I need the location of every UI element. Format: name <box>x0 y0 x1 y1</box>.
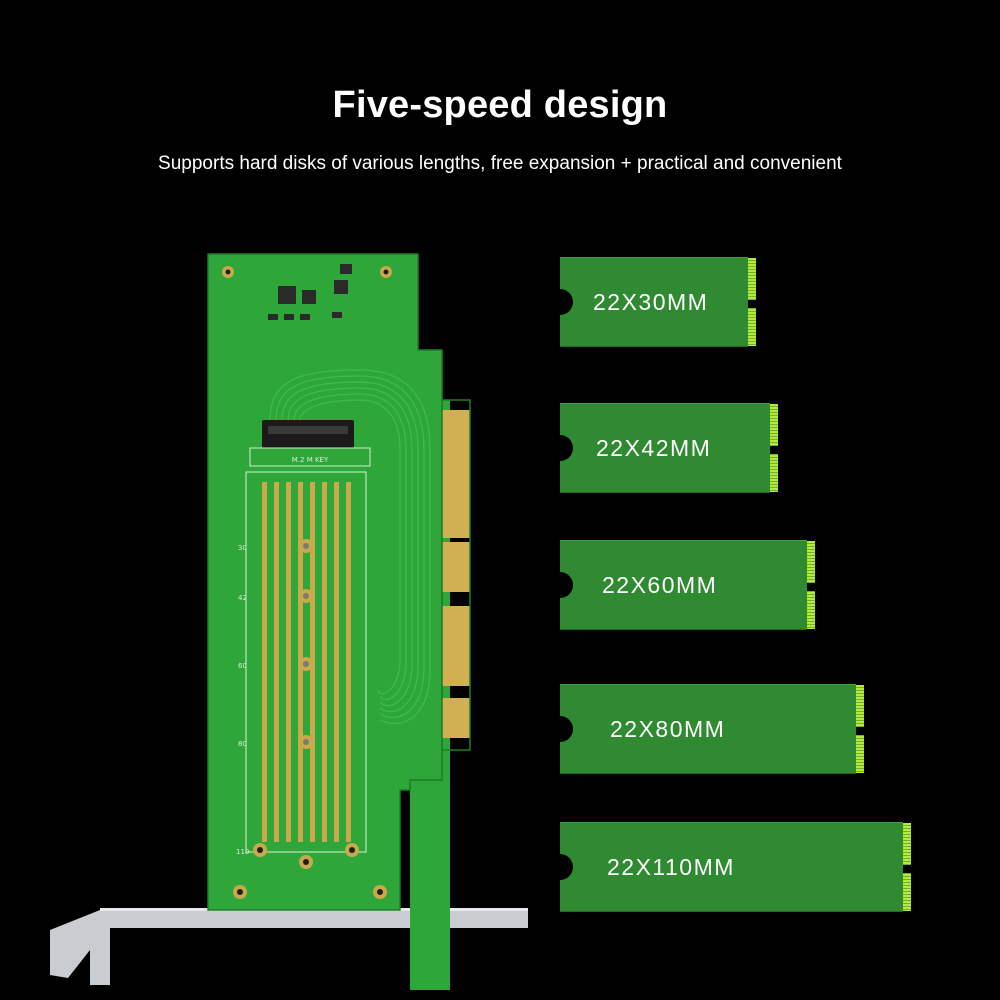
pcie-adapter-card-illustration: M.2 M KEY 30 42 60 80 110 <box>50 253 528 990</box>
components <box>268 264 352 320</box>
ssd-module-22x110: 22X110MM <box>559 822 911 912</box>
length-mark-110: 110 <box>236 848 249 856</box>
ssd-module-22x30: 22X30MM <box>559 257 756 347</box>
ssd-size-label: 22X42MM <box>596 434 712 461</box>
ssd-size-label: 22X30MM <box>593 288 709 315</box>
ssd-module-22x42: 22X42MM <box>559 403 778 493</box>
ssd-module-22x80: 22X80MM <box>559 684 864 774</box>
ssd-module-22x60: 22X60MM <box>559 540 815 630</box>
length-mark-80: 80 <box>238 740 247 748</box>
standoff-holes <box>222 266 392 899</box>
ssd-size-label: 22X110MM <box>607 853 735 880</box>
length-mark-60: 60 <box>238 662 247 670</box>
length-marks: 30 42 60 80 110 <box>236 544 249 856</box>
length-mark-30: 30 <box>238 544 247 552</box>
page-subtitle: Supports hard disks of various lengths, … <box>158 153 842 174</box>
length-mark-42: 42 <box>238 594 247 602</box>
page-title: Five-speed design <box>332 84 668 126</box>
bracket <box>50 910 110 985</box>
edge-connector <box>442 410 470 738</box>
ssd-size-label: 22X60MM <box>602 571 718 598</box>
trace-bundle <box>269 369 431 724</box>
ssd-size-label: 22X80MM <box>610 715 726 742</box>
connector-silkscreen: M.2 M KEY <box>292 456 329 464</box>
